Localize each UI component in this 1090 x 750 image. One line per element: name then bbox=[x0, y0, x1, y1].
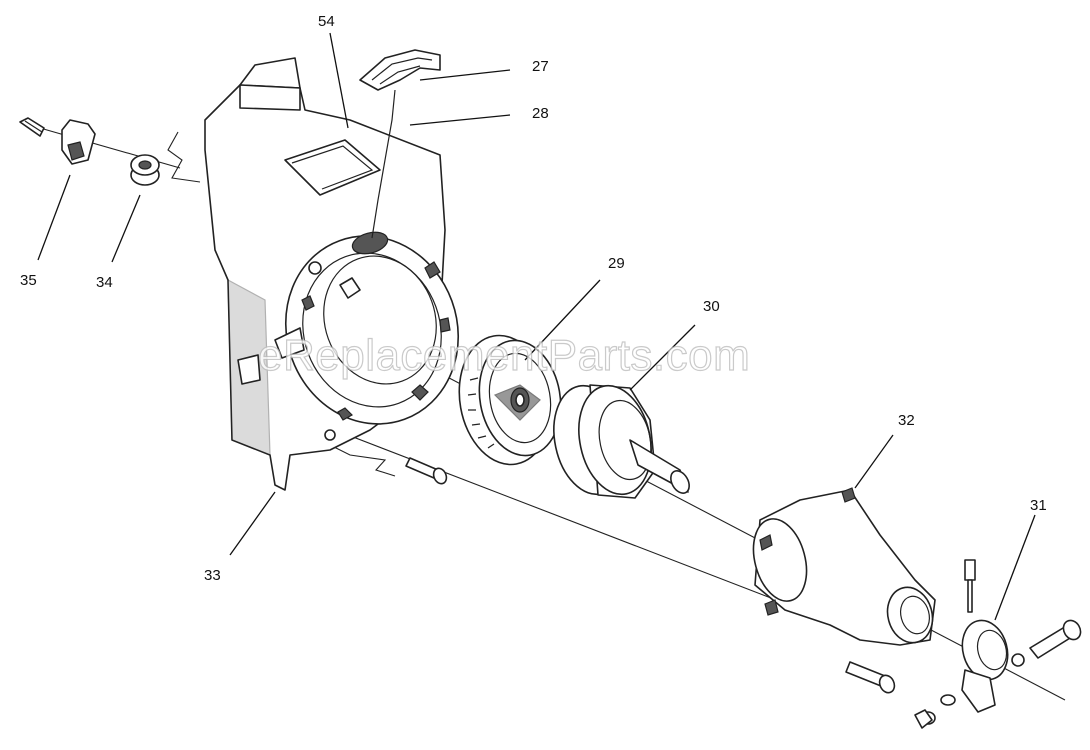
callout-28: 28 bbox=[532, 105, 549, 122]
callout-31: 31 bbox=[1030, 497, 1047, 514]
part-31-shaft-clamp bbox=[914, 559, 1082, 729]
leader-lines bbox=[37, 32, 1036, 621]
callout-35: 35 bbox=[20, 272, 37, 289]
part-34-grommet bbox=[130, 154, 160, 186]
part-32-clutch-housing bbox=[752, 487, 936, 646]
callout-34: 34 bbox=[96, 274, 113, 291]
part-28-starter-rope bbox=[371, 89, 396, 239]
callout-54: 54 bbox=[318, 13, 335, 30]
clutch-housing-bolt bbox=[845, 661, 896, 694]
housing-screw bbox=[405, 457, 448, 485]
watermark-text: eReplacementParts.com bbox=[258, 331, 750, 380]
part-30-clutch-drum bbox=[553, 384, 690, 499]
callout-labels: 54 27 28 35 34 29 30 32 31 33 bbox=[20, 13, 1047, 584]
callout-32: 32 bbox=[898, 412, 915, 429]
callout-29: 29 bbox=[608, 255, 625, 272]
callout-27: 27 bbox=[532, 58, 549, 75]
callout-33: 33 bbox=[204, 567, 221, 584]
callout-30: 30 bbox=[703, 298, 720, 315]
part-29-starter-pulley bbox=[458, 334, 562, 466]
part-27-starter-handle bbox=[359, 49, 441, 91]
part-33-housing bbox=[204, 57, 460, 491]
part-35-bolt-and-clamp bbox=[19, 117, 96, 165]
